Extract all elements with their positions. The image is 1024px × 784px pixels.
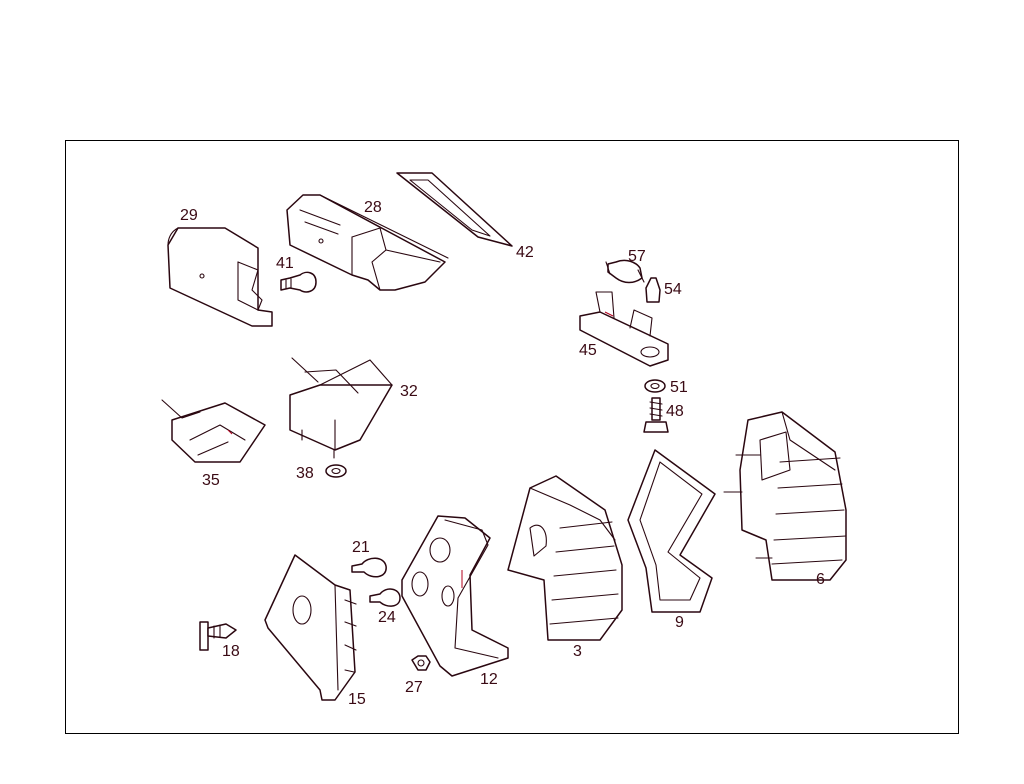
label-54: 54: [664, 281, 682, 298]
label-18: 18: [222, 643, 240, 660]
label-27: 27: [405, 679, 423, 696]
label-48: 48: [666, 403, 684, 420]
part-12-gasket[interactable]: [401, 515, 509, 677]
label-45: 45: [579, 342, 597, 359]
label-32: 32: [400, 383, 418, 400]
label-41: 41: [276, 255, 294, 272]
part-15-socket-plate[interactable]: [264, 554, 357, 701]
label-28: 28: [364, 199, 382, 216]
part-51-washer[interactable]: [644, 379, 666, 393]
label-15: 15: [348, 691, 366, 708]
part-48-screw[interactable]: [643, 397, 669, 433]
part-35-clip[interactable]: [161, 399, 266, 463]
label-29: 29: [180, 207, 198, 224]
label-38: 38: [296, 465, 314, 482]
part-57-festoon-bulb[interactable]: [605, 259, 645, 284]
part-21-bulb[interactable]: [351, 557, 387, 578]
part-6-lamp-assembly[interactable]: [723, 411, 847, 581]
part-24-bulb[interactable]: [369, 588, 401, 607]
label-6: 6: [816, 571, 825, 588]
part-38-washer[interactable]: [325, 464, 347, 478]
label-12: 12: [480, 671, 498, 688]
part-41-bulb[interactable]: [280, 271, 317, 293]
label-35: 35: [202, 472, 220, 489]
part-32-connector[interactable]: [289, 357, 393, 459]
part-29-housing[interactable]: [167, 227, 273, 327]
part-9-seal[interactable]: [627, 449, 716, 613]
part-42-gasket[interactable]: [396, 172, 513, 247]
part-27-nut[interactable]: [411, 655, 431, 671]
part-18-pin[interactable]: [199, 621, 237, 651]
label-21: 21: [352, 539, 370, 556]
part-45-carrier[interactable]: [579, 291, 669, 367]
part-54-holder[interactable]: [645, 277, 661, 303]
label-9: 9: [675, 614, 684, 631]
label-24: 24: [378, 609, 396, 626]
diagram-frame: [65, 140, 959, 734]
part-3-lens[interactable]: [507, 475, 623, 641]
label-57: 57: [628, 248, 646, 265]
label-42: 42: [516, 244, 534, 261]
part-28-housing[interactable]: [286, 194, 449, 291]
label-3: 3: [573, 643, 582, 660]
label-51: 51: [670, 379, 688, 396]
